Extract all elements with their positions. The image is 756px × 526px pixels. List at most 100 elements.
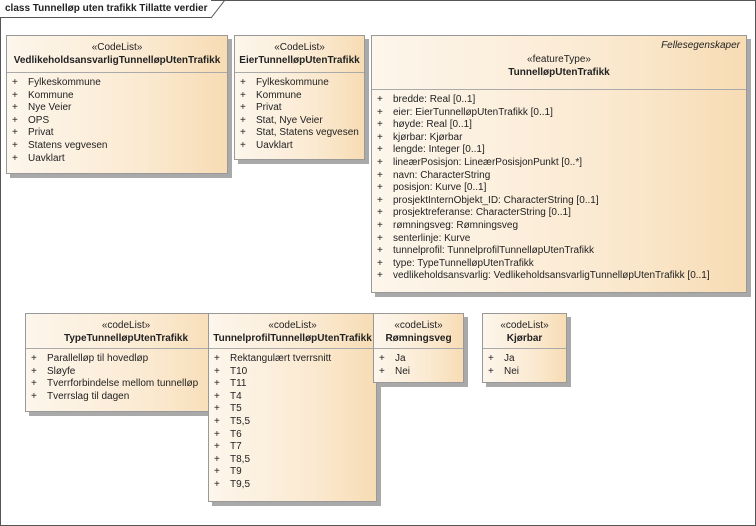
visibility-public: + <box>214 353 220 364</box>
class-attribute[interactable]: + Parallelløp til hovedløp <box>26 353 226 366</box>
class-box-type[interactable]: «codeList»TypeTunnelløpUtenTrafikk + Paral… <box>25 313 227 412</box>
visibility-public: + <box>12 89 18 101</box>
visibility-public: + <box>240 127 246 139</box>
class-attribute[interactable]: +kjørbar: Kjørbar <box>372 132 746 145</box>
attribute-label: eier: EierTunnelløpUtenTrafikk [0..1] <box>393 106 553 118</box>
class-attribute[interactable]: +Ja <box>483 353 566 366</box>
class-box-eier[interactable]: «CodeList»EierTunnelløpUtenTrafikk+Fylke… <box>234 35 365 160</box>
visibility-public: + <box>377 245 383 257</box>
class-attribute[interactable]: +høyde: Real [0..1] <box>372 119 746 132</box>
class-attribute[interactable]: + lengde: Integer [0..1] <box>372 144 746 157</box>
visibility-public: + <box>377 169 383 181</box>
class-box-romningsveg[interactable]: «codeList»Rømningsveg+Ja+Nei <box>373 313 464 383</box>
class-attribute[interactable]: +Tverrslag til dagen <box>26 391 226 404</box>
class-attribute[interactable]: +vedlikeholdsansvarlig: Vedlikeholdsansv… <box>372 270 746 283</box>
attribute-label: Kommune <box>256 89 302 101</box>
class-header: «codeList»TypeTunnelløpUtenTrafikk <box>26 314 226 349</box>
class-attributes: + Fylkeskommune + Kommune+Privat+Stat, Nye … <box>235 73 364 153</box>
class-attribute[interactable]: +T7 <box>209 441 376 454</box>
class-attribute[interactable]: + eier: EierTunnelløpUtenTrafikk [0..1] <box>372 107 746 120</box>
class-attribute[interactable]: +Sløyfe <box>26 366 226 379</box>
class-stereotype: «codeList» <box>500 320 549 331</box>
class-attribute[interactable]: +T5,5 <box>209 416 376 429</box>
class-attribute[interactable]: +T11 <box>209 378 376 391</box>
class-box-kjorbar[interactable]: «codeList»Kjørbar+Ja+Nei <box>482 313 567 383</box>
attribute-label: Tverrforbindelse mellom tunnelløp <box>47 378 199 390</box>
class-attribute[interactable]: +Stat, Statens vegvesen <box>235 127 364 140</box>
class-attribute[interactable]: +posisjon: Kurve [0..1] <box>372 182 746 195</box>
visibility-public: + <box>12 127 18 139</box>
visibility-public: + <box>240 77 246 88</box>
attribute-label: prosjektreferanse: CharacterString [0..1… <box>393 207 571 219</box>
class-attribute[interactable]: +T9 <box>209 466 376 479</box>
attribute-label: lineærPosisjon: LineærPosisjonPunkt [0..… <box>393 156 582 168</box>
attribute-label: Fylkeskommune <box>28 77 101 88</box>
class-attribute[interactable]: + Fylkeskommune <box>235 77 364 90</box>
class-attribute[interactable]: +T6 <box>209 429 376 442</box>
class-name: EierTunnelløpUtenTrafikk <box>239 55 360 66</box>
attribute-label: Parallelløp til hovedløp <box>47 353 149 364</box>
attribute-label: T11 <box>230 378 247 390</box>
attribute-label: Nye Veier <box>28 102 72 114</box>
attribute-label: Uavklart <box>256 139 293 151</box>
attribute-label: lengde: Integer [0..1] <box>393 144 485 156</box>
class-stereotype: «codeList» <box>101 320 151 331</box>
visibility-public: + <box>31 390 37 402</box>
class-attribute[interactable]: +lineærPosisjon: LineærPosisjonPunkt [0.… <box>372 157 746 170</box>
attribute-label: T7 <box>230 441 242 453</box>
class-attribute[interactable]: +senterlinje: Kurve <box>372 233 746 246</box>
attribute-label: T5,5 <box>230 415 251 427</box>
class-attribute[interactable]: +OPS <box>7 115 227 128</box>
class-attribute[interactable]: + Nye Veier <box>7 102 227 115</box>
class-attribute[interactable]: +Tverrforbindelse mellom tunnelløp <box>26 378 226 391</box>
class-attribute[interactable]: +T9,5 <box>209 479 376 492</box>
visibility-public: + <box>377 131 383 143</box>
visibility-public: + <box>240 89 246 101</box>
class-attribute[interactable]: +Uavklart <box>7 153 227 166</box>
class-attribute[interactable]: +type: TypeTunnelløpUtenTrafikk <box>372 258 746 271</box>
class-attribute[interactable]: +navn: CharacterString <box>372 170 746 183</box>
class-attribute[interactable]: +rømningsveg: Rømningsveg <box>372 220 746 233</box>
class-attribute[interactable]: +T8,5 <box>209 454 376 467</box>
class-stereotype: «featureType» <box>527 54 591 65</box>
visibility-public: + <box>214 428 220 440</box>
class-attribute[interactable]: +prosjektInternObjekt_ID: CharacterStrin… <box>372 195 746 208</box>
visibility-public: + <box>377 144 383 156</box>
class-attribute[interactable]: +T5 <box>209 403 376 416</box>
class-attribute[interactable]: +bredde: Real [0..1] <box>372 94 746 107</box>
class-attribute[interactable]: +Privat <box>235 102 364 115</box>
class-attributes: +Ja+Nei <box>483 349 566 378</box>
class-attribute[interactable]: +Stat, Nye Veier <box>235 115 364 128</box>
class-attribute[interactable]: +T10 <box>209 366 376 379</box>
class-attribute[interactable]: +Uavklart <box>235 140 364 153</box>
attribute-label: senterlinje: Kurve <box>393 232 471 244</box>
diagram-title: class Tunnelløp uten trafikk Tillatte ve… <box>5 3 208 14</box>
visibility-public: + <box>377 94 383 105</box>
class-attribute[interactable]: +prosjektreferanse: CharacterString [0..… <box>372 207 746 220</box>
class-attribute[interactable]: +Ja <box>374 353 463 366</box>
visibility-public: + <box>377 219 383 231</box>
class-attribute[interactable]: +T4 <box>209 391 376 404</box>
visibility-public: + <box>377 270 383 282</box>
class-attribute[interactable]: +tunnelprofil: TunnelprofilTunnelløpUten… <box>372 245 746 258</box>
class-box-tunnellop[interactable]: Fellesegenskaper«featureType»TunnelløpUt… <box>371 35 747 293</box>
attribute-label: T5 <box>230 403 242 415</box>
visibility-public: + <box>377 194 383 206</box>
class-attribute[interactable]: +Nei <box>374 366 463 379</box>
class-attribute[interactable]: +Nei <box>483 366 566 379</box>
class-attributes: +Ja+Nei <box>374 349 463 378</box>
class-attribute[interactable]: +Privat <box>7 127 227 140</box>
class-attribute[interactable]: +Fylkeskommune <box>7 77 227 90</box>
visibility-public: + <box>12 102 18 114</box>
class-attribute[interactable]: +Rektangulært tverrsnitt <box>209 353 376 366</box>
class-header: «codeList»TunnelprofilTunnelløpUtenTrafi… <box>209 314 376 349</box>
visibility-public: + <box>377 106 383 118</box>
class-attribute[interactable]: +Kommune <box>7 90 227 103</box>
class-box-vedlikehold[interactable]: «CodeList»VedlikeholdsansvarligTunnelløp… <box>6 35 228 174</box>
attribute-label: T9 <box>230 466 242 478</box>
class-attribute[interactable]: +Statens vegvesen <box>7 140 227 153</box>
attribute-label: Fylkeskommune <box>256 77 329 88</box>
class-box-tunnelprofil[interactable]: «codeList»TunnelprofilTunnelløpUtenTrafi… <box>208 313 377 502</box>
class-attribute[interactable]: + Kommune <box>235 90 364 103</box>
attribute-label: type: TypeTunnelløpUtenTrafikk <box>393 257 534 269</box>
